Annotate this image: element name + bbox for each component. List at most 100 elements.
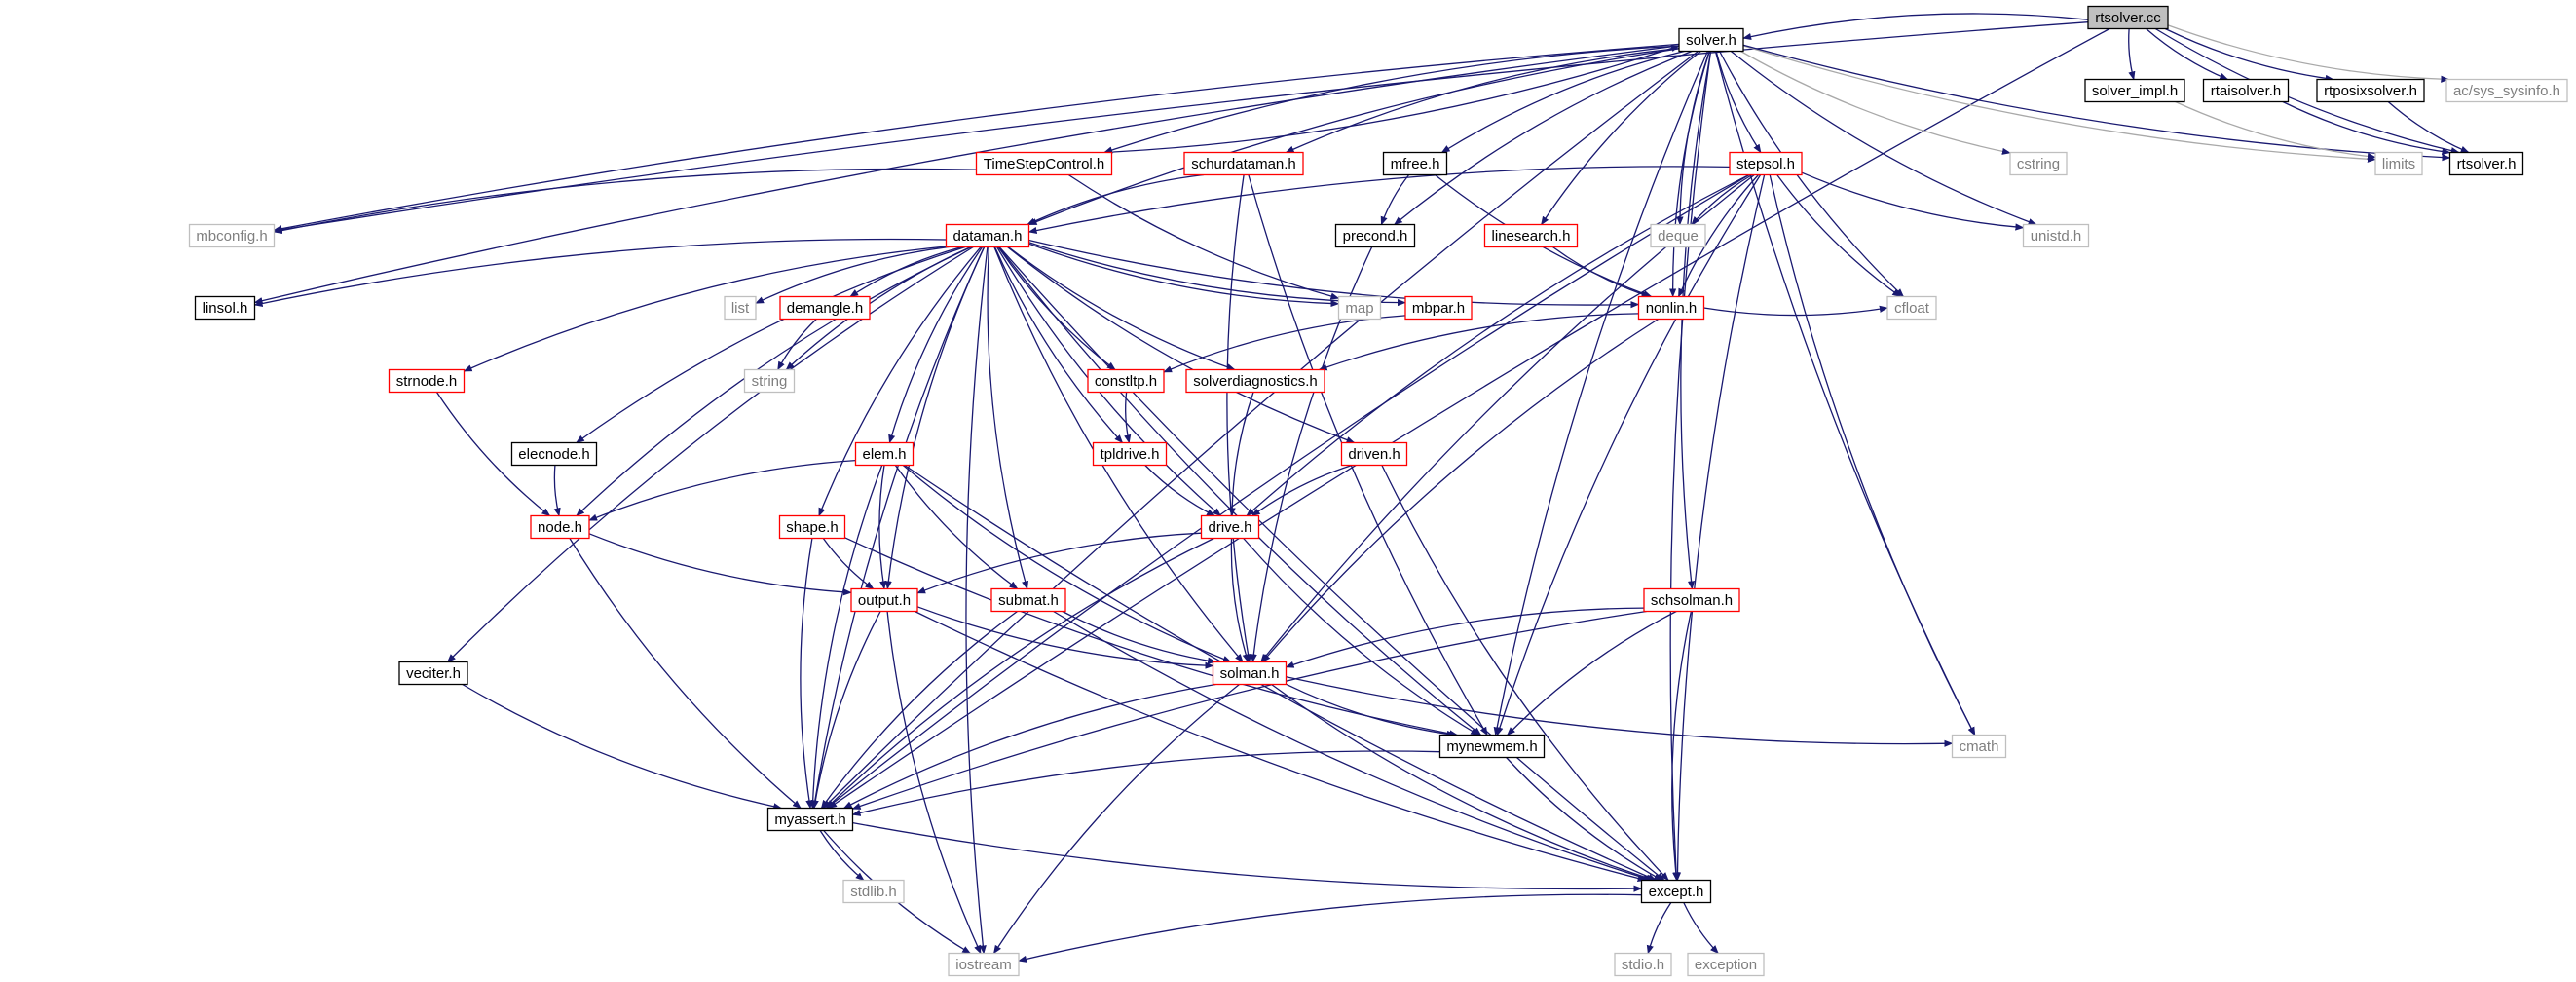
node-node-h[interactable]: node.h — [530, 514, 590, 540]
node-schsolman-h[interactable]: schsolman.h — [1643, 587, 1740, 613]
node-label: myassert.h — [774, 812, 845, 828]
edge-solver_h-to-rtsolver_h — [1742, 44, 2451, 162]
node-constltp-h[interactable]: constltp.h — [1087, 368, 1165, 394]
edge-tpldrive_h-to-drive_h — [1144, 465, 1216, 517]
node-box — [1729, 151, 1803, 176]
node-label: cmath — [1960, 738, 1999, 755]
node-dataman-h[interactable]: dataman.h — [945, 223, 1030, 248]
node-label: linsol.h — [203, 300, 248, 317]
node-stdio-h: stdio.h — [1614, 952, 1672, 977]
node-rtsolver-cc[interactable]: rtsolver.cc — [2087, 5, 2169, 30]
node-output-h[interactable]: output.h — [850, 587, 918, 613]
node-label: mynewmem.h — [1446, 738, 1537, 755]
node-elem-h[interactable]: elem.h — [854, 441, 915, 467]
edge-dataman_h-to-except_h — [998, 246, 1665, 882]
node-tpldrive-h[interactable]: tpldrive.h — [1092, 441, 1168, 467]
node-driven-h[interactable]: driven.h — [1340, 441, 1408, 467]
edge-except_h-to-exception — [1683, 902, 1719, 955]
node-box — [2202, 78, 2290, 103]
edge-rtsolver_cc-to-rtsolver_h — [2154, 27, 2460, 155]
edge-elem_h-to-node_h — [588, 459, 856, 521]
node-mynewmem-h[interactable]: mynewmem.h — [1438, 734, 1546, 759]
node-box — [194, 295, 256, 321]
node-box — [854, 441, 915, 467]
edge-mbpar_h-to-constltp_h — [1163, 315, 1406, 373]
node-box — [1687, 952, 1765, 977]
edge-solver_h-to-precond_h — [1394, 50, 1693, 226]
node-veciter-h[interactable]: veciter.h — [398, 661, 468, 686]
edge-submat_h-to-except_h — [1053, 610, 1653, 882]
node-label: cfloat — [1894, 300, 1930, 317]
node-box — [1951, 734, 2007, 759]
node-strnode-h[interactable]: strnode.h — [388, 368, 466, 394]
edge-elecnode_h-to-node_h — [553, 465, 561, 517]
node-box — [1212, 661, 1288, 686]
edge-dataman_h-to-linsol_h — [253, 238, 947, 307]
node-box — [2022, 223, 2090, 248]
node-rtaisolver-h[interactable]: rtaisolver.h — [2202, 78, 2290, 103]
node-solverdiagnostics-h[interactable]: solverdiagnostics.h — [1185, 368, 1325, 394]
node-except-h[interactable]: except.h — [1640, 879, 1712, 904]
node-schurdataman-h[interactable]: schurdataman.h — [1183, 151, 1304, 176]
node-label: dataman.h — [953, 228, 1023, 245]
node-box — [530, 514, 590, 540]
node-label: submat.h — [998, 592, 1059, 609]
edge-stepsol_h-to-mynewmem_h — [1496, 174, 1762, 736]
node-linsol-h[interactable]: linsol.h — [194, 295, 256, 321]
node-stepsol-h[interactable]: stepsol.h — [1729, 151, 1803, 176]
edge-elem_h-to-myassert_h — [809, 465, 883, 810]
node-demangle-h[interactable]: demangle.h — [779, 295, 871, 321]
node-box — [2374, 151, 2423, 176]
node-box — [1886, 295, 1937, 321]
node-box — [2087, 5, 2169, 30]
node-myassert-h[interactable]: myassert.h — [766, 807, 854, 832]
node-box — [1640, 879, 1712, 904]
node-box — [1637, 295, 1705, 321]
node-box — [2009, 151, 2068, 176]
edge-node_h-to-output_h — [588, 533, 852, 596]
node-solver-h[interactable]: solver.h — [1678, 27, 1744, 53]
node-shape-h[interactable]: shape.h — [778, 514, 846, 540]
node-rtsolver-h[interactable]: rtsolver.h — [2448, 151, 2524, 176]
node-label: TimeStepControl.h — [984, 156, 1105, 172]
edge-schsolman_h-to-myassert_h — [851, 610, 1647, 810]
edge-solver_h-to-linesearch_h — [1541, 50, 1701, 226]
edge-drive_h-to-output_h — [916, 532, 1202, 594]
edge-dataman_h-to-elem_h — [888, 246, 984, 444]
edge-rtsolver_cc-to-myassert_h — [828, 27, 2110, 810]
edge-timestepcontrol_h-to-mbconfig_h — [273, 168, 977, 235]
node-solman-h[interactable]: solman.h — [1212, 661, 1288, 686]
edge-drive_h-to-myassert_h — [825, 537, 1214, 810]
node-list: list — [724, 295, 757, 321]
node-box — [1678, 27, 1744, 53]
edge-dataman_h-to-solverdiagnostics_h — [1007, 246, 1236, 371]
edge-demangle_h-to-string — [777, 319, 817, 371]
node-nonlin-h[interactable]: nonlin.h — [1637, 295, 1705, 321]
node-precond-h[interactable]: precond.h — [1334, 223, 1416, 248]
edge-stepsol_h-to-drive_h — [1246, 173, 1750, 517]
edge-node_h-to-myassert_h — [569, 538, 802, 810]
node-submat-h[interactable]: submat.h — [990, 587, 1066, 613]
node-mbpar-h[interactable]: mbpar.h — [1404, 295, 1473, 321]
node-label: rtposixsolver.h — [2324, 83, 2417, 99]
node-label: rtsolver.h — [2457, 156, 2517, 172]
node-label: map — [1345, 300, 1373, 317]
edge-solver_h-to-dataman_h — [1027, 48, 1680, 226]
node-linesearch-h[interactable]: linesearch.h — [1483, 223, 1579, 248]
edge-stepsol_h-to-cfloat — [1776, 174, 1902, 298]
edge-solver_h-to-mynewmem_h — [1493, 51, 1708, 736]
node-mfree-h[interactable]: mfree.h — [1382, 151, 1448, 176]
node-elecnode-h[interactable]: elecnode.h — [510, 441, 598, 467]
node-label: solver_impl.h — [2092, 83, 2178, 99]
edge-elem_h-to-except_h — [904, 464, 1658, 882]
node-drive-h[interactable]: drive.h — [1200, 514, 1260, 540]
node-label: stdio.h — [1622, 957, 1664, 973]
edge-schurdataman_h-to-dataman_h — [1027, 173, 1205, 226]
node-timestepcontrol-h[interactable]: TimeStepControl.h — [975, 151, 1113, 176]
node-box — [778, 514, 846, 540]
node-solver-impl-h[interactable]: solver_impl.h — [2084, 78, 2185, 103]
node-mbconfig-h: mbconfig.h — [188, 223, 276, 248]
edge-solver_h-to-cstring — [1740, 50, 2011, 155]
node-rtposixsolver-h[interactable]: rtposixsolver.h — [2316, 78, 2425, 103]
